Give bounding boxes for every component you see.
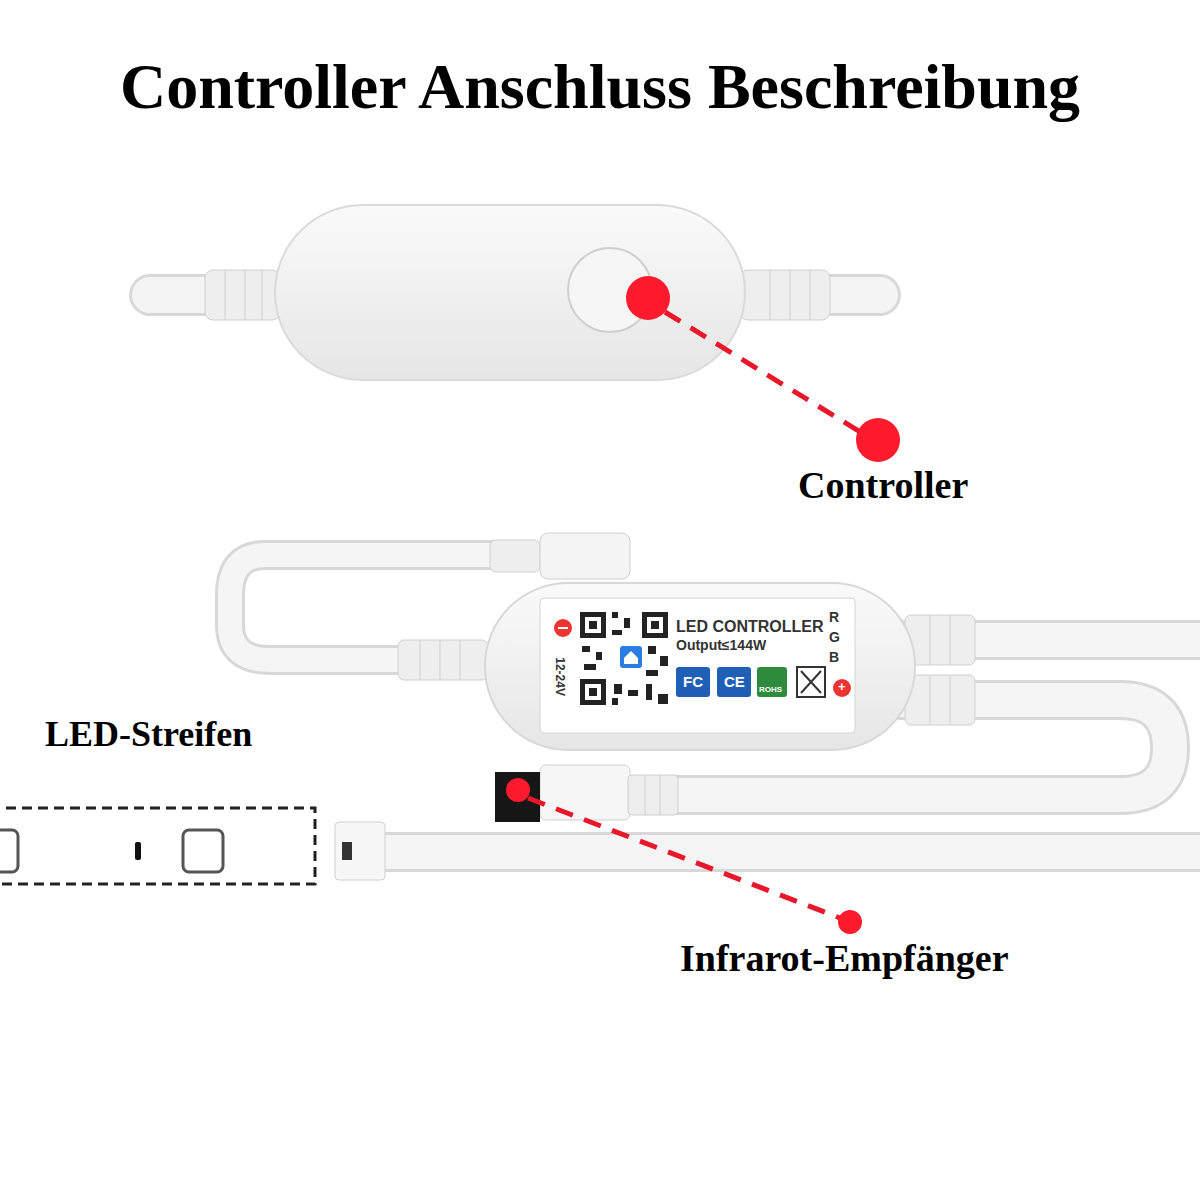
cert-mark: FC: [683, 674, 703, 691]
led-controller: [485, 583, 915, 750]
voltage-text: 12-24V: [553, 657, 566, 696]
ir-receiver: [495, 765, 678, 822]
cert-mark: CE: [724, 674, 745, 691]
device-text: Output≤144W: [676, 638, 766, 653]
callout-label: Controller: [798, 465, 968, 507]
channel-letter: R: [829, 610, 839, 625]
page-title: Controller Anschluss Beschreibung: [0, 52, 1200, 122]
qr-code: [580, 612, 668, 705]
channel-letter: B: [829, 650, 839, 665]
cert-mark: ROHS: [759, 686, 782, 695]
device-text: LED CONTROLLER: [676, 618, 824, 636]
led-strip: [0, 808, 385, 884]
callout-label: Infrarot-Empfänger: [680, 938, 1009, 980]
controller-leader: [626, 276, 900, 462]
channel-letter: G: [829, 630, 840, 645]
ir-leader: [506, 778, 862, 934]
callout-label: LED-Streifen: [45, 715, 252, 755]
inline-controller: [150, 205, 880, 380]
cables: [230, 555, 1200, 852]
polarity-mark: +: [838, 680, 846, 694]
